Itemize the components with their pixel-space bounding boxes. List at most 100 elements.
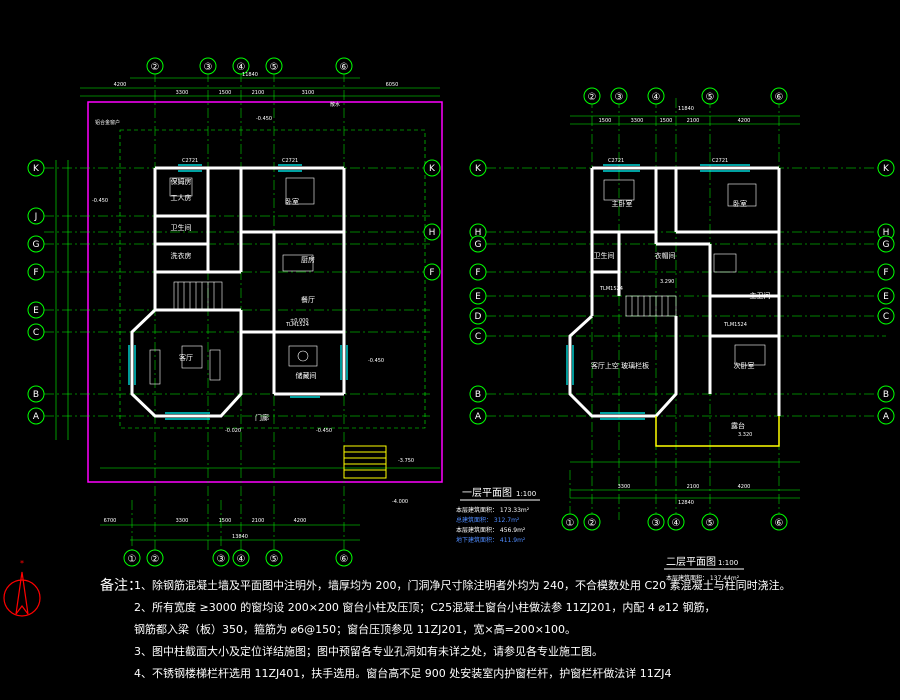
floor2-total-top: 11840 <box>678 106 694 112</box>
floor2-axis-left: H <box>475 228 482 238</box>
floor1-room-label: 客厅 <box>179 353 193 362</box>
floor2-axis-bottom: ③ <box>652 518 661 529</box>
floor2-area: 本层建筑面积： 137.44m² <box>666 574 740 582</box>
floor1-total-bottom: 13840 <box>232 534 248 540</box>
floor1-axis-left: A <box>33 412 40 422</box>
floor1-axis-top: ④ <box>237 62 246 73</box>
floor2-axis-left: G <box>475 240 482 250</box>
floor1-room-label: 餐厅 <box>301 295 315 304</box>
floor1-room-label: 卧室 <box>285 197 299 206</box>
floor1-axis-left: K <box>33 164 40 174</box>
floor1-room-label: 洗衣房 <box>171 251 192 260</box>
floor1-axis-bottom: ⑥ <box>340 554 349 565</box>
floor1-label: 铝合金窗户 <box>95 119 120 126</box>
floor1-axis-left: F <box>33 268 38 278</box>
floor2-axis-right: C <box>883 312 889 322</box>
floor2-axis-bottom: ① <box>566 518 575 529</box>
floor2-plan: ② ③ ④ ⑤ ⑥ ① ② ③ ④ ⑤ ⑥ K H G F E D <box>469 87 895 582</box>
floor2-room-label: 客厅上空 玻璃栏板 <box>591 361 649 370</box>
floor2-axis-right: G <box>883 240 890 250</box>
floor2-axis-bottom: ④ <box>672 518 681 529</box>
floor1-dim-top: 1500 <box>219 90 232 96</box>
floor1-label: -0.450 <box>368 358 384 364</box>
floor1-label: -3.750 <box>398 458 414 464</box>
floor2-label: TLM1524 <box>599 286 623 292</box>
floor1-axis-top: ② <box>151 62 160 73</box>
floor2-axis-top: ② <box>588 92 597 103</box>
notes-head: 备注： <box>100 578 142 594</box>
floor2-axis-right: A <box>883 412 890 422</box>
floor1-dim-bottom: 4200 <box>294 518 307 524</box>
floor2-axis-left: A <box>475 412 482 422</box>
floor1-label: 散水 <box>330 101 340 108</box>
floor2-axis-bottom: ⑤ <box>706 518 715 529</box>
floor2-dim-top: 1500 <box>599 118 612 124</box>
floor1-dim-bottom: 2100 <box>252 518 265 524</box>
floor1-axis-left: E <box>33 306 39 316</box>
floor2-dim-top: 3300 <box>631 118 644 124</box>
floor2-axis-left: B <box>475 390 481 400</box>
floor2-axis-bottom: ② <box>588 518 597 529</box>
floor2-axis-left: C <box>475 332 481 342</box>
floor2-room-label: 次卧室 <box>734 361 755 370</box>
floor2-total-bottom: 12840 <box>678 500 694 506</box>
floor1-axis-left: J <box>34 212 38 222</box>
floor1-axis-top: ⑥ <box>340 62 349 73</box>
floor1-dim-top: 6050 <box>386 82 399 88</box>
floor2-axis-right: B <box>883 390 889 400</box>
floor2-scale: 1:100 <box>718 559 738 567</box>
floor1-label: -0.020 <box>225 428 241 434</box>
floor2-axis-right: K <box>883 164 890 174</box>
north-arrow-icon: * <box>3 559 41 617</box>
floor1-axis-left: C <box>33 328 39 338</box>
floor1-label: -0.450 <box>92 198 108 204</box>
floor1-axis-right: F <box>429 268 434 278</box>
floor1-axis-right: K <box>429 164 436 174</box>
floor1-label: -4.000 <box>392 499 408 505</box>
floor2-dim-bottom: 3300 <box>618 484 631 490</box>
floor1-title: 一层平面图 <box>462 487 512 499</box>
floor2-axis-right: E <box>883 292 889 302</box>
floor1-axis-bottom: ② <box>151 554 160 565</box>
floor1-label: ±0.000 <box>290 318 309 324</box>
floor1-scale: 1:100 <box>516 490 536 498</box>
floor1-dim-bottom: 3300 <box>176 518 189 524</box>
floor1-area: 地下建筑面积： 411.9m² <box>456 536 526 544</box>
floor2-room-label: 主卧室 <box>612 199 633 208</box>
property-line <box>87 101 443 483</box>
floor2-axis-top: ⑥ <box>775 92 784 103</box>
floor2-label: C2721 <box>608 158 624 164</box>
floor2-label: 3.290 <box>660 279 674 285</box>
notes-line: 钢筋都入梁（板）350，箍筋为 ⌀6@150；窗台压顶参见 11ZJ201，宽×… <box>134 623 577 636</box>
floor2-axis-left: F <box>475 268 480 278</box>
floor2-room-label: 主卫间 <box>750 291 771 300</box>
floor1-total-top: 11840 <box>242 72 258 78</box>
floor1-dim-bottom: 6700 <box>104 518 117 524</box>
floor1-room-label: 保姆房 <box>171 177 192 186</box>
floor1-room-label: 工人房 <box>171 193 192 202</box>
floor1-area: 本层建筑面积： 173.33m² <box>456 506 530 514</box>
floor1-dim-top: 3100 <box>302 90 315 96</box>
floor2-axis-right: F <box>883 268 888 278</box>
floor1-axis-top: ⑤ <box>270 62 279 73</box>
notes-line: 4、不锈钢楼梯栏杆选用 11ZJ401，扶手选用。窗台高不足 900 处安装室内… <box>134 667 672 680</box>
floor2-axis-right: H <box>883 228 890 238</box>
floor2-dim-top: 2100 <box>687 118 700 124</box>
floor1-axis-left: B <box>33 390 39 400</box>
floor2-room-label: 露台 <box>731 421 745 430</box>
floor2-room-label: 卧室 <box>733 199 747 208</box>
floor2-axis-top: ④ <box>652 92 661 103</box>
floor1-dim-bottom: 1500 <box>219 518 232 524</box>
floor2-axis-bottom: ⑥ <box>775 518 784 529</box>
notes-line: 1、除钢筋混凝土墙及平面图中注明外，墙厚均为 200，门洞净尺寸除注明者外均为 … <box>134 579 791 592</box>
floor1-dim-top: 2100 <box>252 90 265 96</box>
floor2-dim-bottom: 2100 <box>687 484 700 490</box>
floor1-axis-bottom: ① <box>128 554 137 565</box>
floor1-axis-top: ③ <box>204 62 213 73</box>
floor1-axis-left: G <box>33 240 40 250</box>
floor2-axis-top: ⑤ <box>706 92 715 103</box>
notes-line: 2、所有宽度 ≥3000 的窗均设 200×200 窗台小柱及压顶；C25混凝土… <box>134 601 716 614</box>
floor1-dim-top: 4200 <box>114 82 127 88</box>
floor1-axis-bottom: ③ <box>217 554 226 565</box>
